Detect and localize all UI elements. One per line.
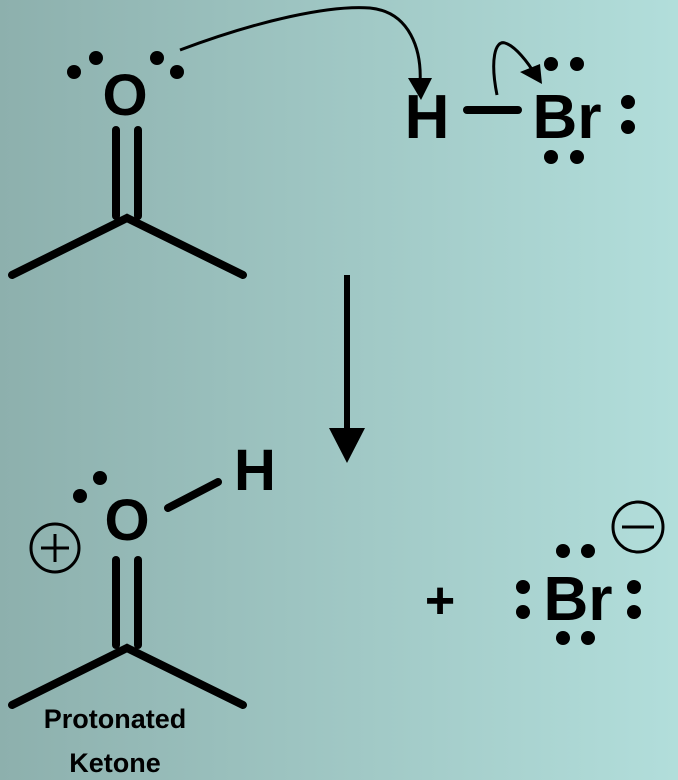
protonated-ketone: O H Protonated Ketone xyxy=(8,438,276,778)
methyl-bonds xyxy=(8,643,247,709)
bromine-lone-pairs xyxy=(544,57,635,164)
curved-arrow-o-to-h xyxy=(179,6,422,85)
arrowhead xyxy=(408,78,432,100)
arrowhead xyxy=(520,64,542,84)
protonated-oxygen: O xyxy=(104,488,149,553)
negative-charge-icon xyxy=(611,500,665,554)
hbr-bromine: Br xyxy=(533,83,602,152)
methyl-bonds xyxy=(8,213,247,279)
bromide-ion: Br xyxy=(516,500,665,645)
curved-arrow-bond-to-br xyxy=(492,41,538,96)
ketone-lone-pairs xyxy=(67,51,184,79)
ketone-oxygen: O xyxy=(102,63,147,128)
plus-sign: + xyxy=(425,572,455,630)
hbr-molecule: H Br xyxy=(405,41,635,164)
bromide-symbol: Br xyxy=(544,565,613,634)
ketone-molecule: O xyxy=(8,51,247,279)
product-label-line2: Ketone xyxy=(69,748,161,778)
positive-charge-icon xyxy=(29,522,81,574)
o-h-bond xyxy=(164,478,222,512)
product-label-line1: Protonated xyxy=(44,704,187,734)
hbr-hydrogen: H xyxy=(405,83,450,152)
reaction-arrowhead xyxy=(329,428,365,463)
protonated-hydrogen: H xyxy=(234,438,276,503)
